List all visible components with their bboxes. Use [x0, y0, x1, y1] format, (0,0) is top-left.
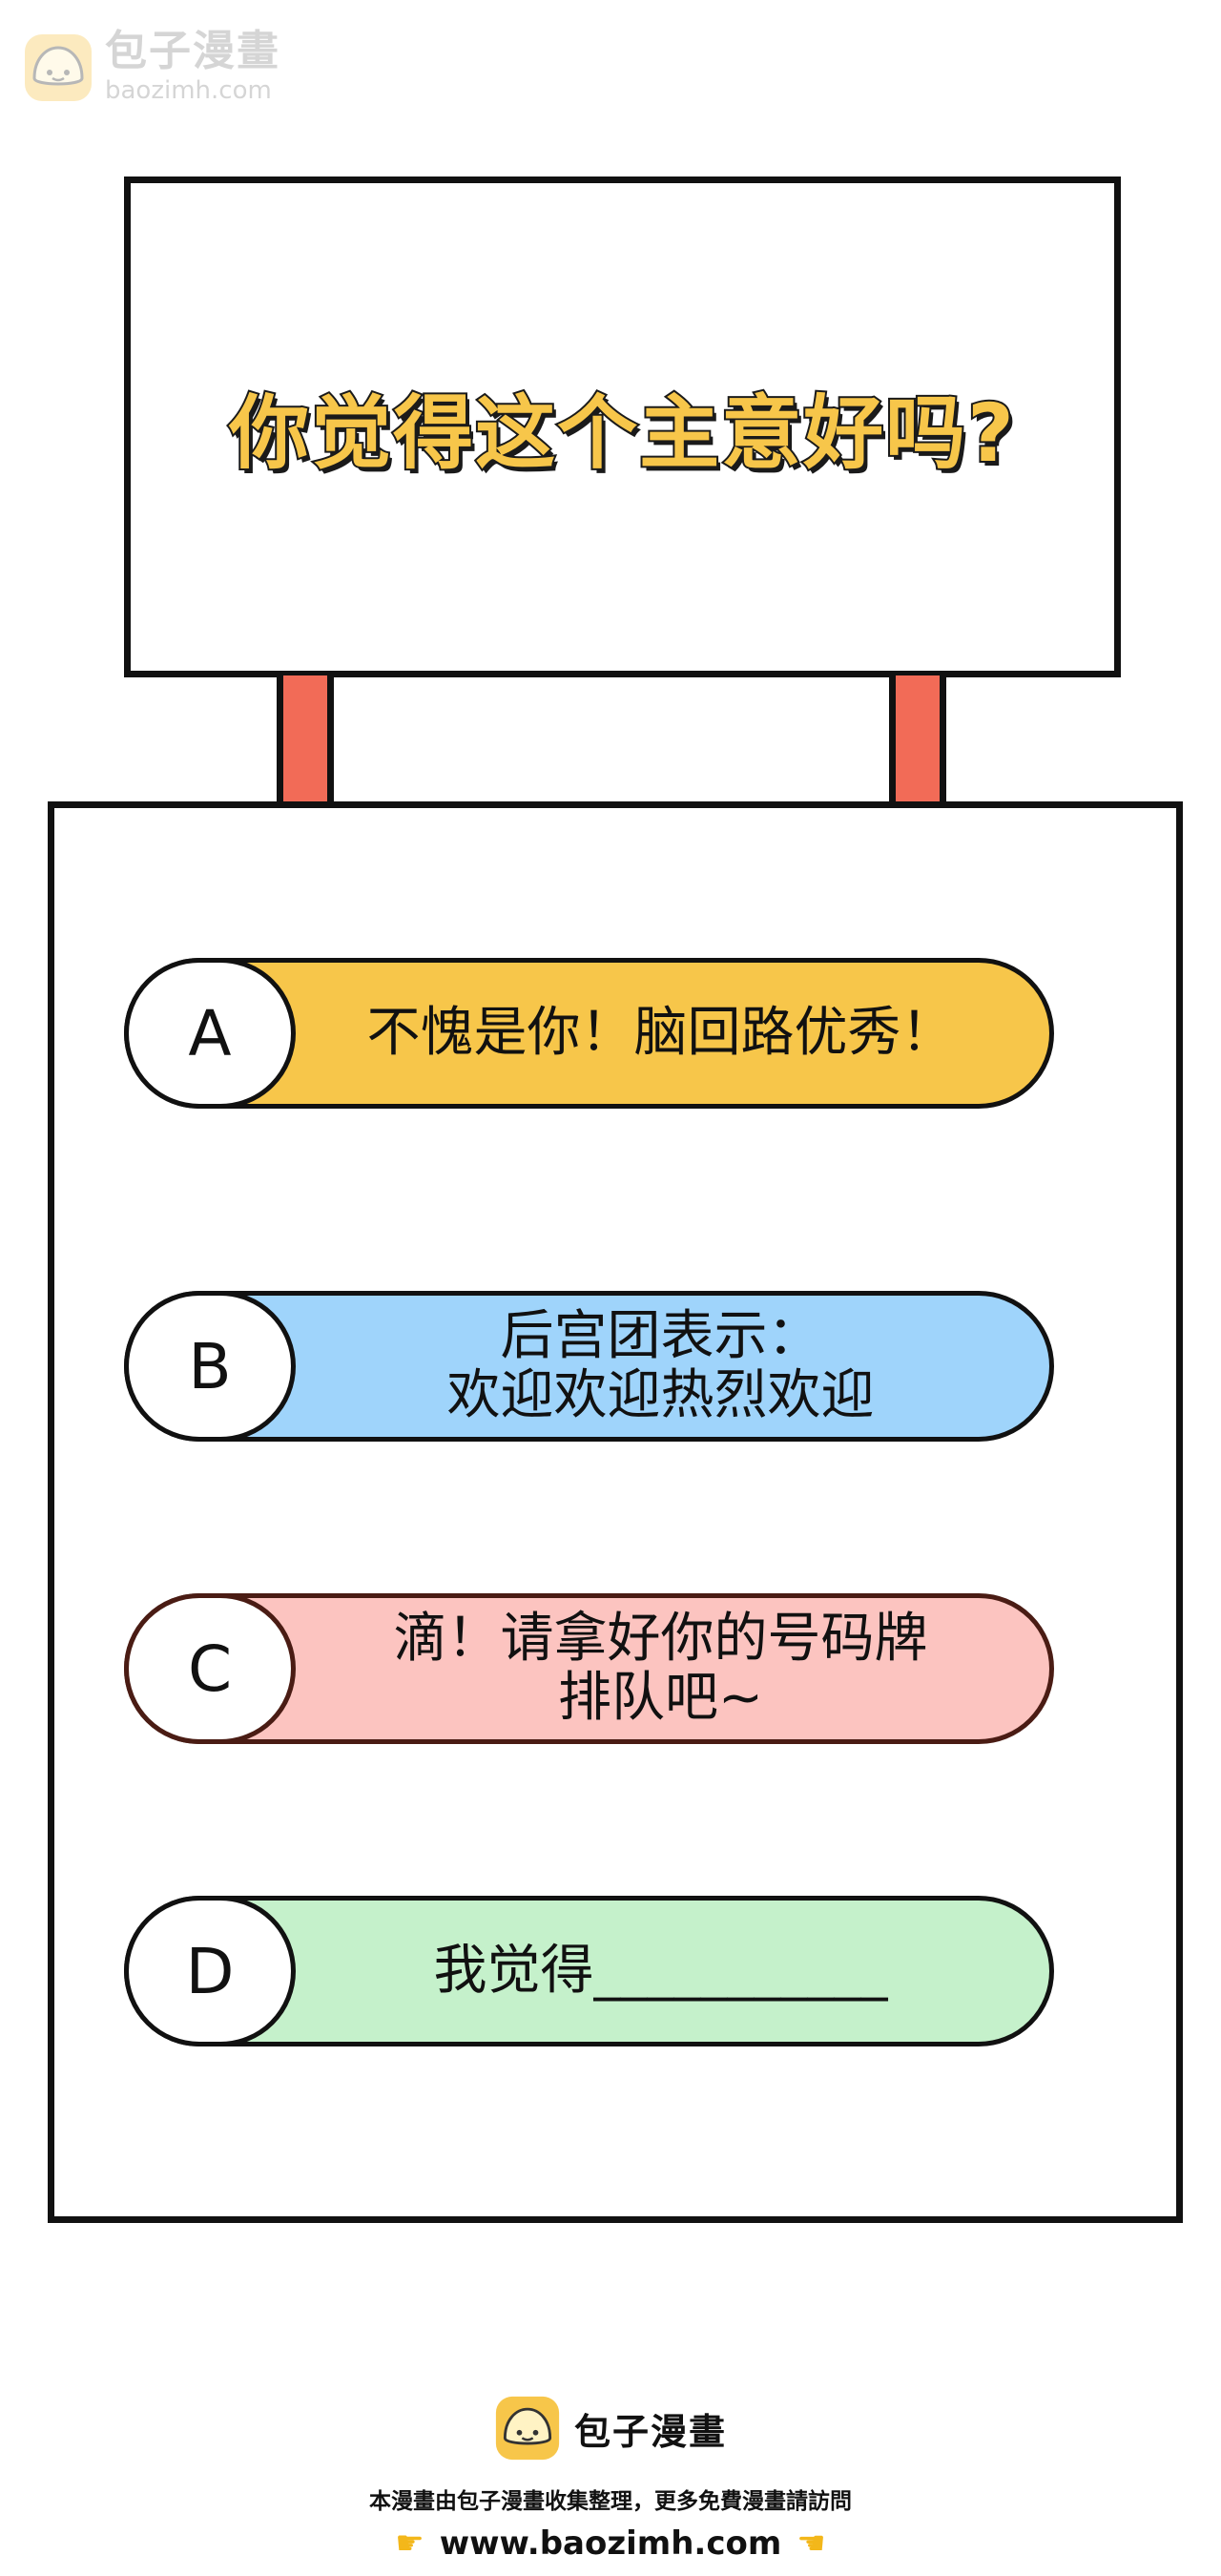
- option-d-button[interactable]: D 我觉得___________: [124, 1896, 1054, 2046]
- question-board: 你觉得这个主意好吗?: [124, 177, 1121, 677]
- option-line: 欢迎欢迎热烈欢迎: [446, 1364, 875, 1426]
- footer-link-row: ☛ www.baozimh.com ☚: [380, 2524, 841, 2563]
- board-post-right: [889, 675, 946, 805]
- bun-logo-icon: [495, 2396, 560, 2461]
- option-b-text: 后宫团表示： 欢迎欢迎热烈欢迎: [310, 1296, 1011, 1437]
- pointing-left-hand-icon: ☚: [797, 2524, 826, 2563]
- option-a-button[interactable]: A 不愧是你！脑回路优秀！: [124, 958, 1054, 1109]
- footer: 包子漫畫 本漫畫由包子漫畫收集整理，更多免費漫畫請訪問 ☛ www.baozim…: [0, 2395, 1221, 2563]
- option-b-badge: B: [124, 1291, 296, 1442]
- board-post-left: [277, 675, 334, 805]
- option-c-text: 滴！请拿好你的号码牌 排队吧~: [310, 1598, 1011, 1739]
- option-letter: D: [185, 1934, 235, 2008]
- bun-logo-icon: [25, 34, 92, 101]
- option-letter: C: [187, 1631, 233, 1706]
- option-c-badge: C: [124, 1593, 296, 1744]
- option-d-badge: D: [124, 1896, 296, 2046]
- option-letter: A: [188, 996, 232, 1070]
- footer-url-link[interactable]: www.baozimh.com: [439, 2524, 782, 2563]
- footer-brand: 包子漫畫: [494, 2395, 727, 2462]
- pointing-right-hand-icon: ☛: [395, 2524, 424, 2563]
- watermark-title: 包子漫畫: [105, 27, 280, 75]
- question-text: 你觉得这个主意好吗?: [227, 384, 1016, 482]
- option-line: 不愧是你！脑回路优秀！: [366, 1002, 955, 1065]
- option-line: 滴！请拿好你的号码牌: [393, 1608, 928, 1671]
- footer-description: 本漫畫由包子漫畫收集整理，更多免費漫畫請訪問: [369, 2489, 852, 2514]
- option-c-button[interactable]: C 滴！请拿好你的号码牌 排队吧~: [124, 1593, 1054, 1744]
- option-letter: B: [188, 1329, 232, 1403]
- option-line: 后宫团表示：: [500, 1305, 821, 1368]
- watermark: 包子漫畫 baozimh.com: [23, 31, 280, 105]
- option-d-text: 我觉得___________: [310, 1901, 1011, 2042]
- watermark-url: baozimh.com: [105, 76, 272, 105]
- option-line: 我觉得___________: [433, 1940, 888, 2003]
- option-a-text: 不愧是你！脑回路优秀！: [310, 963, 1011, 1104]
- option-line: 排队吧~: [558, 1667, 763, 1729]
- option-b-button[interactable]: B 后宫团表示： 欢迎欢迎热烈欢迎: [124, 1291, 1054, 1442]
- footer-title: 包子漫畫: [573, 2410, 727, 2453]
- option-a-badge: A: [124, 958, 296, 1109]
